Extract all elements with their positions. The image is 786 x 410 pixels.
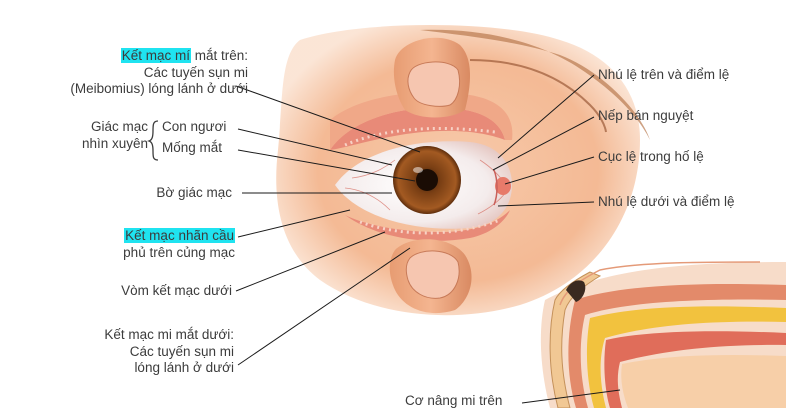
section-band3 (604, 331, 786, 408)
section-band1 (568, 283, 786, 408)
label-upper-rest: mắt trên: (190, 48, 248, 63)
upper-lid-glands (344, 126, 496, 147)
label-cornea-line2: nhìn xuyên (81, 135, 148, 151)
lower-fingernail (405, 250, 460, 299)
label-lower-line2: Các tuyến sụn mi (129, 343, 234, 359)
label-upper-palpebral-conjunctiva: Kết mạc mí mắt trên: Các tuyến sụn mi (M… (40, 48, 248, 98)
brow-fold (469, 59, 607, 133)
upper-fingernail (407, 61, 461, 107)
label-inferior-fornix: Vòm kết mạc dưới (121, 283, 232, 298)
leader-lines (235, 74, 621, 404)
label-upper-line2: Các tuyến sụn mi (143, 64, 248, 80)
lower-everted-lid (345, 210, 510, 241)
label-upper-line3: (Meibomius) lóng lánh ở dưới (70, 81, 248, 96)
cornea-brace (146, 120, 159, 161)
upper-lid-skin (330, 92, 513, 150)
caruncle (495, 177, 511, 195)
label-levator: Cơ nâng mi trên (405, 393, 503, 408)
label-lower-palpebral-conjunctiva: Kết mạc mi mắt dưới: Các tuyến sụn mi ló… (40, 327, 234, 377)
section-inner (621, 354, 786, 408)
label-bulbar-conjunctiva: Kết mạc nhãn cầu phủ trên củng mạc (60, 228, 235, 261)
brow-shading (420, 29, 650, 141)
section-bone (549, 271, 602, 408)
pupil (416, 169, 438, 191)
vessels (344, 159, 507, 215)
label-bulbar-line2: phủ trên củng mạc (123, 244, 235, 260)
label-upper-punctum: Nhú lệ trên và điểm lệ (598, 67, 730, 82)
label-lower-punctum: Nhú lệ dưới và điểm lệ (598, 194, 735, 209)
iris-highlight (413, 167, 423, 173)
section-notch (566, 280, 586, 302)
label-corneal-margin: Bờ giác mạc (156, 185, 232, 200)
label-caruncle: Cục lệ trong hố lệ (598, 149, 704, 164)
lower-lid-glands (359, 218, 501, 235)
label-pupil: Con ngươi (162, 119, 227, 134)
label-highlight-bulbar: Kết mạc nhãn cầu (124, 228, 235, 243)
label-highlight-upper: Kết mạc mí (120, 48, 191, 63)
label-semilunar-fold: Nếp bán nguyệt (598, 108, 694, 123)
label-cornea-line1: Giác mạc (90, 119, 148, 134)
label-iris: Mống mắt (162, 140, 223, 155)
semilunar-fold (493, 169, 498, 206)
upper-everted-lid (330, 107, 505, 150)
section-band2 (586, 306, 786, 408)
label-cornea: Giác mạc nhìn xuyên (60, 119, 148, 152)
label-lower-line3: lóng lánh ở dưới (134, 360, 234, 375)
label-lower-line1: Kết mạc mi mắt dưới: (104, 327, 234, 342)
